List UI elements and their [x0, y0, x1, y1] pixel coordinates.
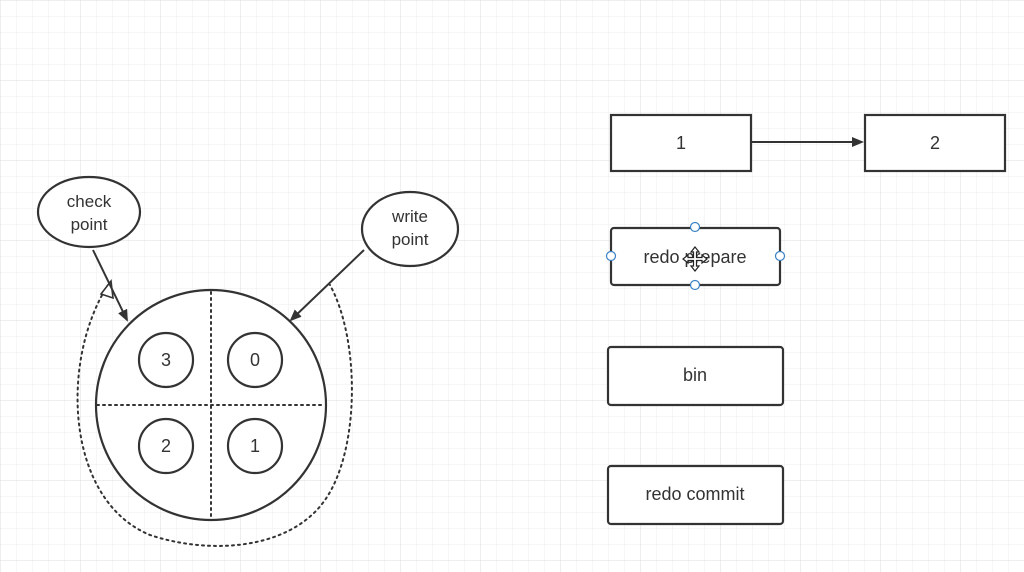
move-cursor-icon [682, 246, 708, 272]
check-point-label-line1: check [67, 192, 112, 211]
selection-handle-right[interactable] [774, 250, 786, 262]
ring-slot-top-left[interactable]: 3 [137, 331, 195, 389]
redo-commit-label: redo commit [645, 484, 744, 504]
ring-slot-label: 0 [250, 350, 260, 370]
write-point-callout[interactable]: write point [360, 190, 460, 268]
flow-box-2[interactable]: 2 [863, 113, 1007, 173]
cycle-arc [76, 284, 353, 547]
ring-slot-label: 3 [161, 350, 171, 370]
ring-slot-bottom-right[interactable]: 1 [226, 417, 284, 475]
write-point-arrow [289, 249, 365, 322]
check-point-label-line2: point [71, 215, 108, 234]
bin-box[interactable]: bin [606, 345, 785, 407]
flow-box-1-label: 1 [676, 133, 686, 153]
write-point-label-line1: write [391, 207, 428, 226]
check-point-callout[interactable]: check point [36, 175, 142, 249]
flow-box-1[interactable]: 1 [609, 113, 753, 173]
selection-handle-top[interactable] [689, 221, 701, 233]
redo-prepare-box[interactable]: redo prepare [605, 221, 786, 291]
redo-commit-box[interactable]: redo commit [606, 464, 785, 526]
ring-slot-bottom-left[interactable]: 2 [137, 417, 195, 475]
check-point-arrow [92, 249, 128, 322]
write-point-label-line2: point [392, 230, 429, 249]
ring-slot-top-right[interactable]: 0 [226, 331, 284, 389]
selection-handle-left[interactable] [605, 250, 617, 262]
bin-label: bin [683, 365, 707, 385]
selection-handle-bottom[interactable] [689, 279, 701, 291]
flow-box-2-label: 2 [930, 133, 940, 153]
ring-slot-label: 2 [161, 436, 171, 456]
ring-slot-label: 1 [250, 436, 260, 456]
